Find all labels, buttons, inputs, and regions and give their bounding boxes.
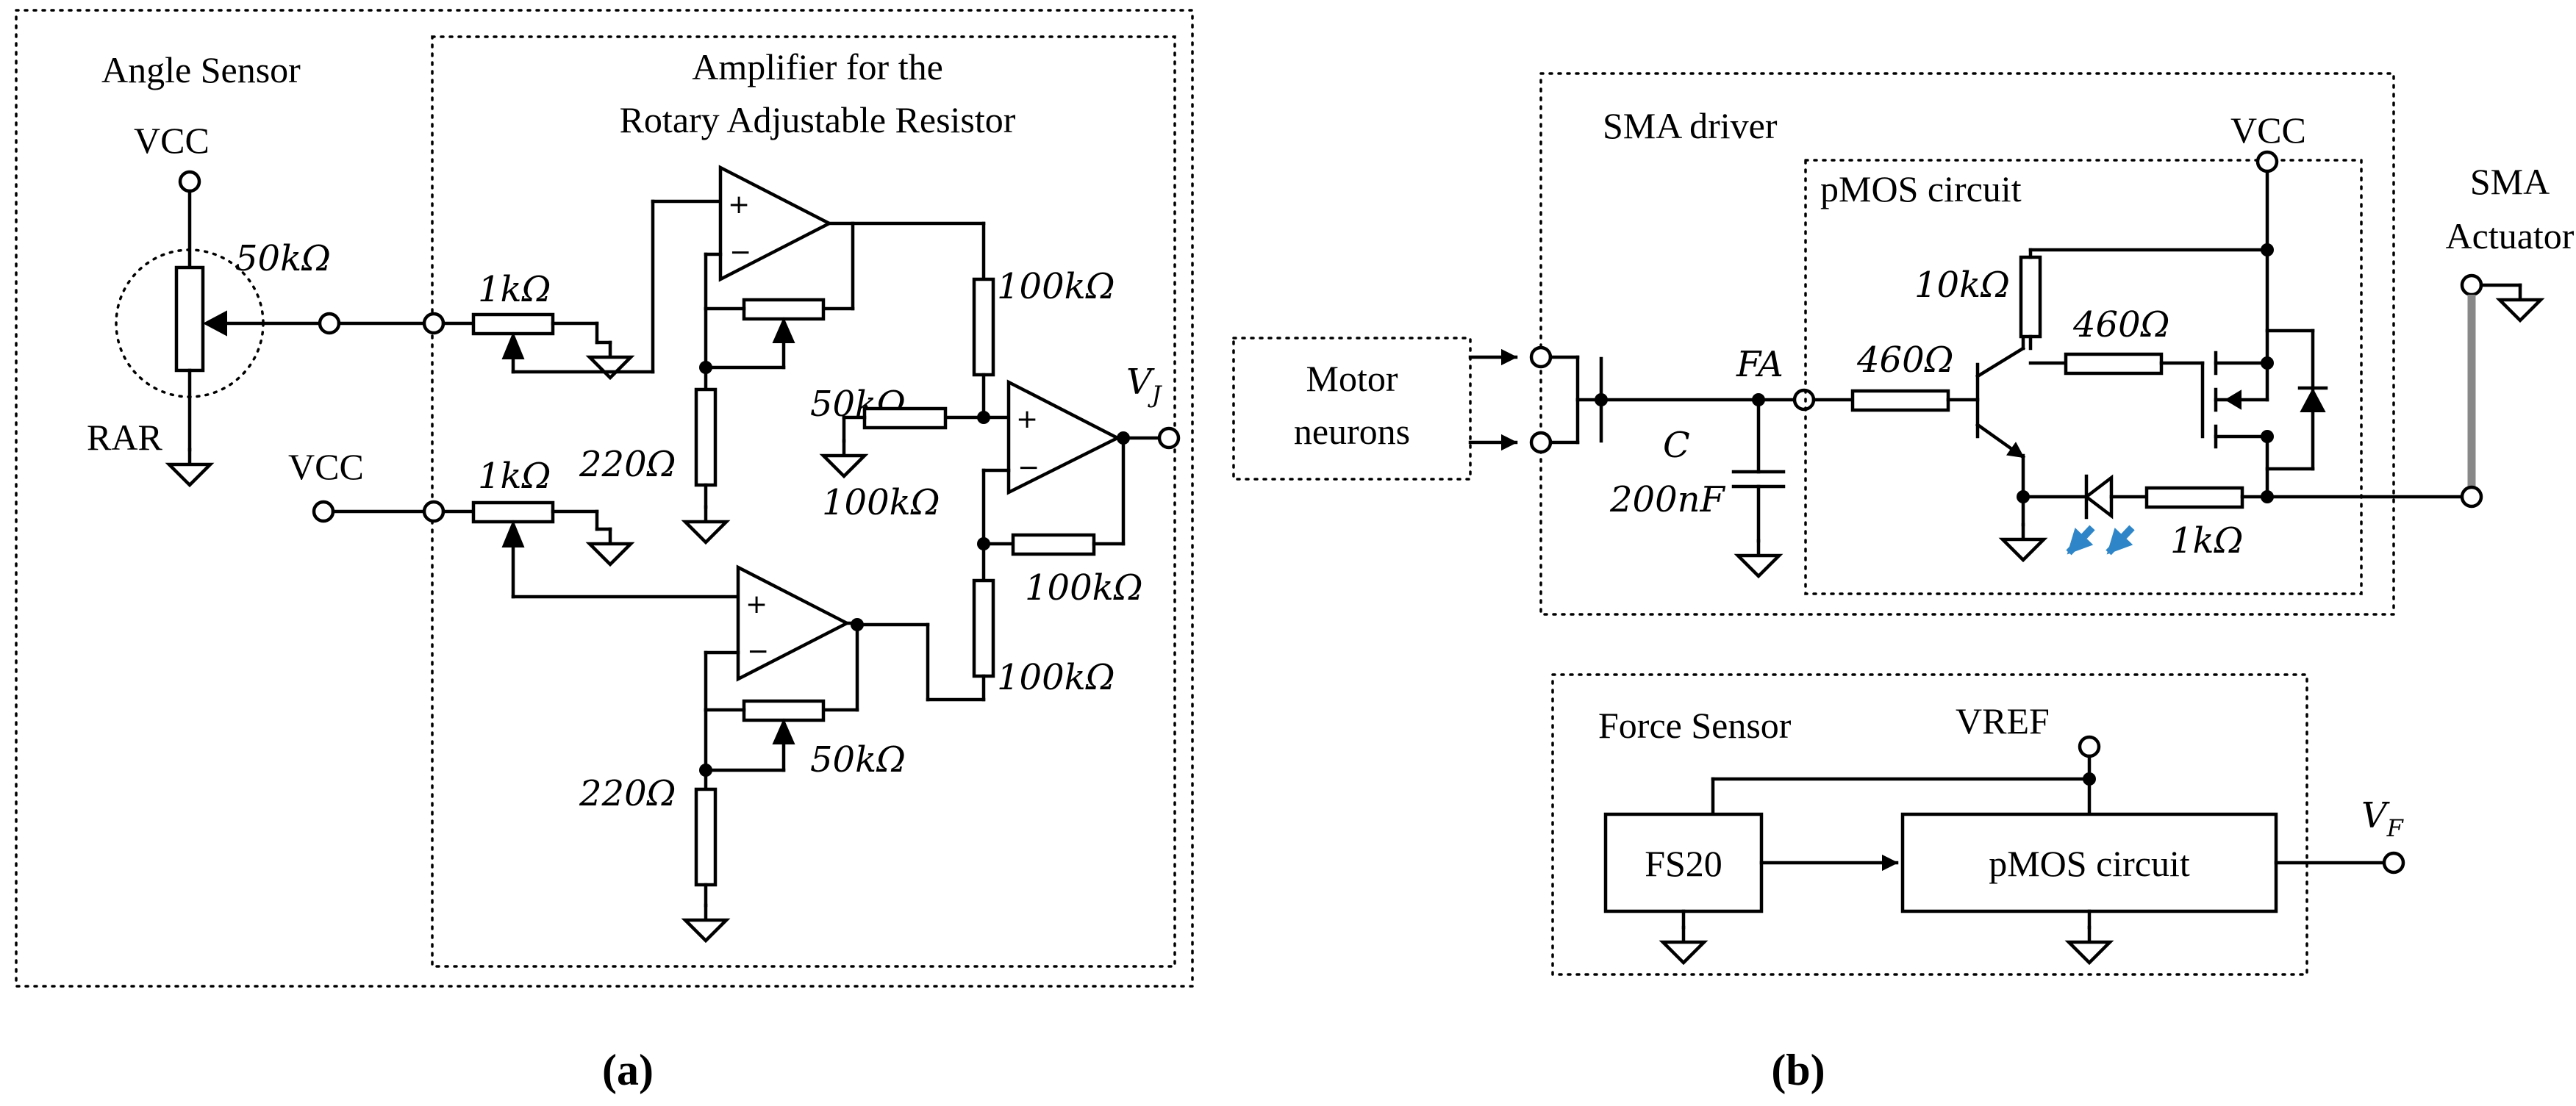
r-in-top-label: 1kΩ [478, 269, 551, 310]
amplifier-title-line2: Rotary Adjustable Resistor [620, 99, 1016, 140]
led-diode [2083, 474, 2114, 520]
rar-value-label: 50kΩ [235, 238, 331, 279]
rar-output-terminal [318, 312, 341, 335]
rar-name-label: RAR [87, 417, 162, 458]
svg-text:−: − [729, 237, 751, 267]
vcc-label-a: VCC [134, 120, 210, 161]
r-diff-bot [972, 578, 995, 678]
motor-neurons-line1: Motor [1306, 358, 1398, 399]
opamp-diff [1006, 379, 1121, 495]
vref-terminal [2078, 735, 2101, 758]
r-gnd-top [694, 387, 718, 487]
output-vj-terminal [1157, 426, 1181, 450]
output-vf-terminal [2382, 851, 2405, 875]
svg-text:+: + [745, 589, 768, 620]
r-diff-bot-label: 100kΩ [997, 657, 1115, 698]
svg-text:+: + [728, 190, 750, 220]
r-gnd-top-label: 220Ω [579, 444, 676, 485]
led-arrow-1 [2066, 525, 2095, 556]
motor-neurons-line2: neurons [1294, 411, 1410, 452]
cap-name-label: C [1663, 425, 1690, 466]
sma-actuator-line2: Actuator [2446, 215, 2575, 256]
body-diode [2300, 387, 2326, 412]
vref-label: VREF [1956, 700, 2050, 741]
sma-driver-title: SMA driver [1603, 105, 1778, 146]
r-diff-fb-label: 100kΩ [1025, 567, 1143, 608]
sma-actuator-line1: SMA [2470, 161, 2550, 202]
fs20-label: FS20 [1645, 843, 1722, 884]
r-pullup-label: 10kΩ [1914, 265, 2010, 306]
pmos-block-label: pMOS circuit [1989, 843, 2190, 884]
output-vj-label: VJ [1126, 362, 1163, 409]
motor-neurons-box [1232, 337, 1472, 481]
r-in-top [471, 312, 555, 336]
angle-sensor-title: Angle Sensor [101, 49, 301, 90]
node-fa-label: FA [1736, 344, 1783, 385]
rar-wiper-arrow [202, 310, 227, 337]
panel-b: Motor neurons SMA driver FA C 200nF pMOS… [1232, 72, 2575, 1094]
panel-a: Angle Sensor Amplifier for the Rotary Ad… [15, 9, 1194, 1094]
r-gate [2064, 352, 2164, 376]
vcc-terminal-b [2255, 150, 2279, 173]
r-pullup [2019, 255, 2042, 339]
r-fb-bot [742, 699, 826, 722]
cap-value-label: 200nF [1609, 479, 1726, 520]
force-sensor-title: Force Sensor [1598, 705, 1792, 746]
r-diff-gnd [862, 406, 948, 430]
led-arrow-2 [2105, 525, 2135, 556]
pmos-circuit-title: pMOS circuit [1820, 168, 2022, 209]
vcc-label-b: VCC [2230, 109, 2306, 151]
opamp-top [718, 165, 833, 282]
r-gnd-bot [694, 787, 718, 887]
r-diff-top [972, 277, 995, 377]
r-fb-top [742, 298, 826, 321]
r-gnd-bot-label: 220Ω [579, 773, 676, 814]
r-fb-bot-label: 50kΩ [810, 739, 906, 780]
r-led-label: 1kΩ [2170, 520, 2243, 561]
output-vf-label: VF [2361, 795, 2405, 842]
r-gate-label: 460Ω [2072, 304, 2169, 345]
svg-text:−: − [747, 636, 769, 667]
pmos-block [1900, 812, 2278, 913]
vcc-terminal-a2 [312, 500, 335, 523]
r-diff-gnd-label: 100kΩ [822, 482, 940, 523]
r-led [2144, 486, 2244, 509]
vcc-label-a2: VCC [288, 446, 364, 487]
r-in-bot [471, 500, 555, 524]
r-base [1850, 389, 1950, 412]
svg-text:+: + [1016, 404, 1038, 434]
force-sensor-frame [1551, 673, 2308, 976]
vcc-terminal-a [178, 170, 201, 193]
sma-driver-frame [1539, 72, 2395, 616]
r-diff-fb [1011, 533, 1096, 556]
r-base-label: 460Ω [1856, 340, 1953, 381]
caption-a: (a) [602, 1046, 654, 1094]
caption-b: (b) [1771, 1046, 1825, 1094]
rar-potentiometer [174, 265, 205, 373]
amplifier-title-line1: Amplifier for the [692, 46, 943, 87]
r-diff-top-label: 100kΩ [997, 266, 1115, 307]
amplifier-frame [431, 35, 1176, 968]
opamp-bottom [736, 564, 851, 682]
svg-text:−: − [1017, 453, 1040, 483]
r-in-bot-label: 1kΩ [478, 456, 551, 497]
